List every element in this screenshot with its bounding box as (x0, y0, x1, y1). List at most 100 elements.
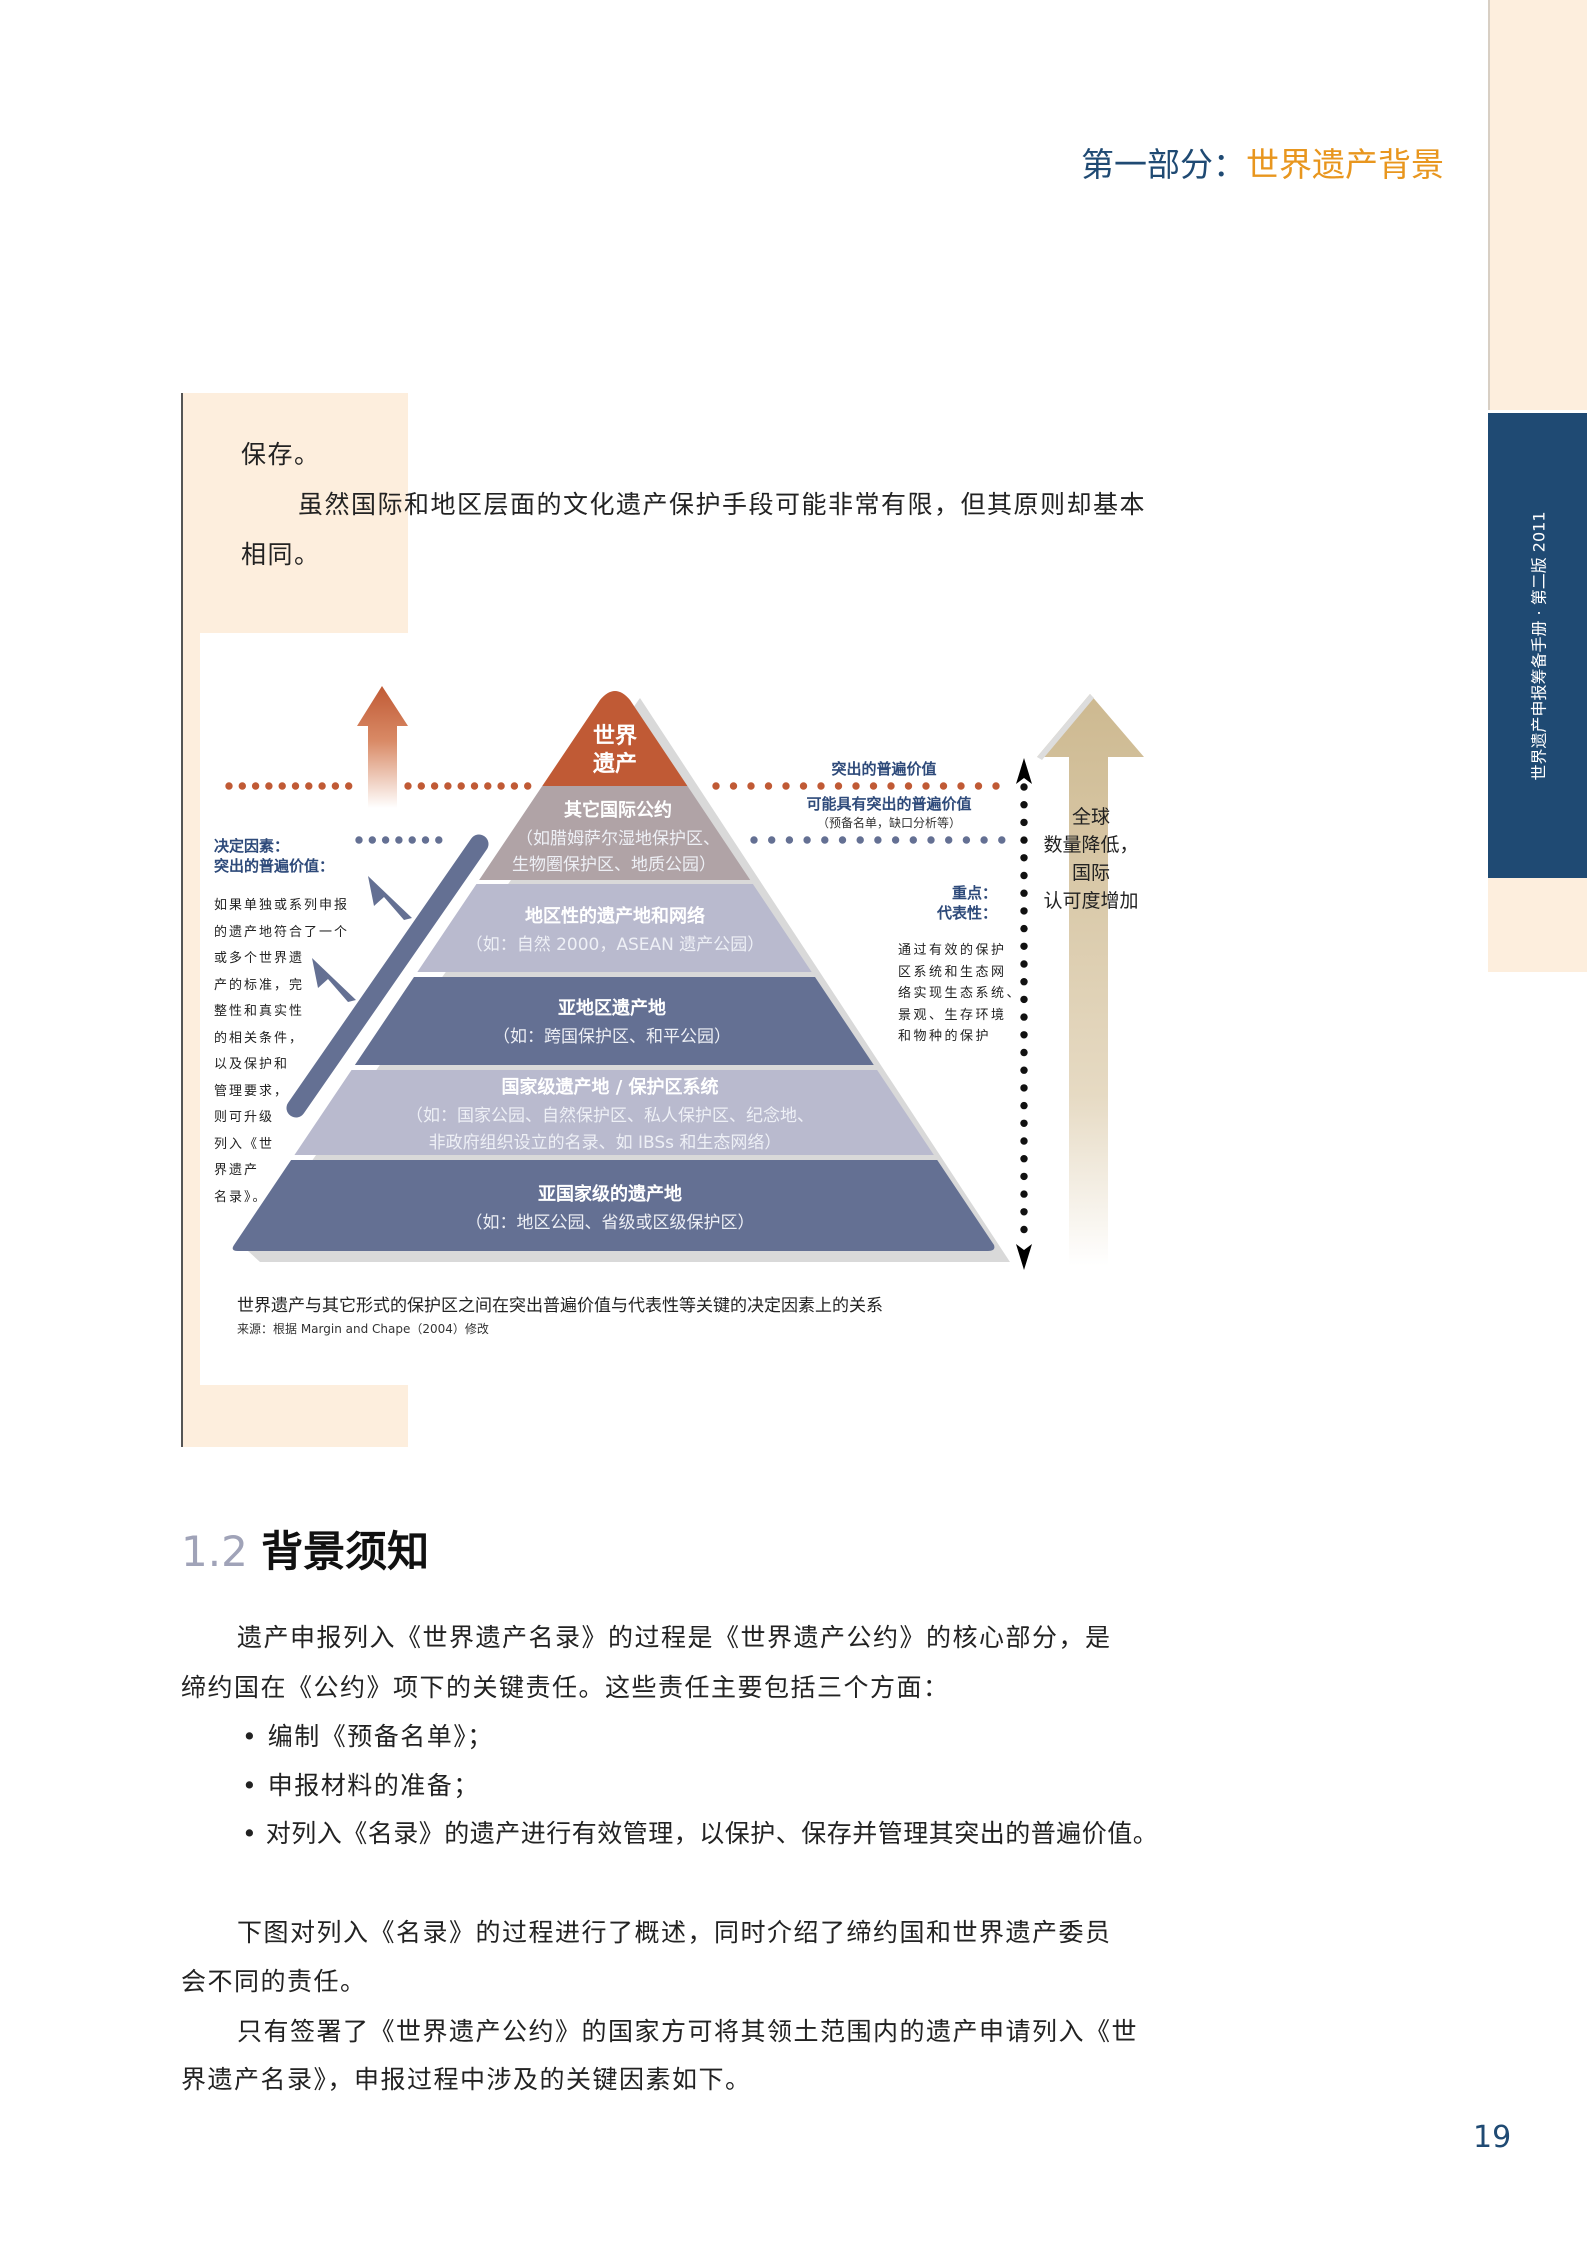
ouv-dot (497, 782, 505, 790)
ouv-dot (470, 782, 479, 790)
ouv-dot (992, 782, 1000, 790)
ouv-dot (510, 782, 519, 790)
ouv-dot (747, 782, 755, 790)
ouv-dot (225, 782, 233, 790)
representativeness-dot (1020, 1172, 1028, 1181)
body-line: 遗产申报列入《世界遗产名录》的过程是《世界遗产公约》的核心部分，是 (237, 1623, 1112, 1652)
layer-sub: （如：地区公园、省级或区级保护区） (465, 1213, 755, 1233)
potential-dot (785, 836, 794, 844)
ouv-dot (887, 782, 895, 790)
red-up-arrow (357, 686, 408, 808)
ouv-dot (331, 782, 340, 790)
representativeness-dot (1020, 1013, 1028, 1021)
left-text: 如果单独或系列申报的遗产地符合了一个或多个世界遗产的标准，完整性和真实性的相关条… (214, 898, 350, 1205)
potential-dot (768, 836, 776, 844)
ouv-dot (869, 782, 878, 790)
section-heading: 1.2 背景须知 (181, 1518, 429, 1579)
intro-line: 虽然国际和地区层面的文化遗产保护手段可能非常有限，但其原则却基本 (298, 490, 1147, 519)
representativeness-dot (1020, 1066, 1028, 1074)
ouv-dot (904, 782, 913, 790)
ouv-dot (764, 782, 773, 790)
tan-up-arrow (1037, 694, 1144, 1266)
cream-panel (183, 633, 200, 1385)
figure-source: 来源：根据 Margin and Chape（2004）修改 (237, 1322, 489, 1336)
layer-sub: （如：跨国保护区、和平公园） (493, 1027, 731, 1047)
ouv-dot (922, 782, 930, 790)
ouv-dot (430, 782, 439, 790)
layer-title: 亚地区遗产地 (558, 998, 666, 1019)
potential-dot (381, 836, 390, 844)
potential-dot (395, 836, 403, 844)
body-line: 界遗产名录》，申报过程中涉及的关键因素如下。 (181, 2065, 752, 2094)
arrow-text: 全球数量降低，国际认可度增加 (1043, 806, 1139, 912)
right-text: 通过有效的保护区系统和生态网络实现生态系统、景观、生存环境和物种的保护 (898, 943, 1023, 1044)
representativeness-dot (1020, 871, 1028, 880)
representativeness-dot (1020, 1101, 1028, 1110)
layer-sub-national (232, 1160, 995, 1251)
ouv-dot (817, 782, 825, 790)
ouv-dot (782, 782, 790, 790)
bullet-item: • 对列入《名录》的遗产进行有效管理，以保护、保存并管理其突出的普遍价值。 (242, 1819, 1159, 1848)
left-heading: 决定因素： (214, 837, 290, 855)
right-heading: 代表性： (936, 904, 997, 922)
potential-dot (980, 836, 988, 844)
page-number: 19 (1473, 2120, 1512, 2155)
representativeness-dot (1020, 1225, 1028, 1234)
upgrade-bar (286, 834, 489, 1118)
potential-dot (368, 836, 376, 844)
potential-dot (891, 836, 900, 844)
layer-national (232, 1070, 995, 1155)
ouv-dot (852, 782, 860, 790)
ouv-label: 突出的普遍价值 (831, 760, 937, 778)
ouv-dot (484, 782, 492, 790)
representativeness-dot (1020, 801, 1028, 809)
representativeness-dot (1020, 907, 1028, 915)
layer-title: 国家级遗产地 / 保护区系统 (501, 1077, 719, 1098)
representativeness-dot (1020, 783, 1028, 791)
arrow-up-icon (1016, 758, 1032, 784)
cream-panel (183, 1385, 408, 1447)
potential-dot (750, 836, 758, 844)
ouv-dot (799, 782, 808, 790)
body-line: 下图对列入《名录》的过程进行了概述，同时介绍了缔约国和世界遗产委员 (237, 1918, 1112, 1947)
ouv-dot (729, 782, 738, 790)
bullet-item: • 编制《预备名单》； (242, 1722, 494, 1751)
representativeness-dot (1020, 924, 1028, 933)
ouv-dot (834, 782, 843, 790)
layer-title: 其它国际公约 (564, 800, 672, 821)
right-heading: 重点： (951, 884, 997, 902)
representativeness-dot (1020, 1084, 1028, 1092)
ouv-dot (524, 782, 532, 790)
representativeness-dot (1020, 818, 1028, 827)
representativeness-dot (1020, 1190, 1028, 1198)
body-line: 缔约国在《公约》项下的关键责任。这些责任主要包括三个方面： (181, 1673, 950, 1702)
arrow-down-icon (1016, 1244, 1032, 1270)
potential-dot (435, 836, 443, 844)
ouv-dot (444, 782, 452, 790)
chapter-header: 第一部分：世界遗产背景 (1081, 138, 1444, 186)
potential-dot (874, 836, 882, 844)
layer-sub: （如：国家公园、自然保护区、私人保护区、纪念地、 (406, 1106, 814, 1126)
representativeness-dot (1020, 978, 1028, 986)
layer-title: 亚国家级的遗产地 (538, 1184, 682, 1205)
representativeness-dot (1020, 1208, 1028, 1216)
body-line: 只有签署了《世界遗产公约》的国家方可将其领土范围内的遗产申请列入《世 (237, 2017, 1139, 2046)
intro-line: 保存。 (241, 440, 321, 469)
potential-dot (998, 836, 1006, 844)
ouv-dot (251, 782, 260, 790)
layer-sub: 生物圈保护区、地质公园） (512, 855, 716, 875)
margin-rule (181, 393, 183, 1447)
representativeness-dot (1020, 1031, 1028, 1039)
potential-dot (821, 836, 829, 844)
potential-ouv-label: 可能具有突出的普遍价值 (806, 795, 972, 813)
ouv-dot (278, 782, 286, 790)
ouv-dot (238, 782, 246, 790)
representativeness-dot (1020, 1048, 1028, 1057)
layer-sub: （如：自然 2000，ASEAN 遗产公园） (465, 935, 765, 955)
potential-ouv-sub: （预备名单，缺口分析等） (816, 816, 962, 830)
ouv-dot (291, 782, 300, 790)
section-title: 背景须知 (261, 1527, 430, 1576)
potential-dot (945, 836, 953, 844)
layer-title: 地区性的遗产地和网络 (525, 906, 705, 927)
intro-line: 相同。 (241, 540, 321, 569)
